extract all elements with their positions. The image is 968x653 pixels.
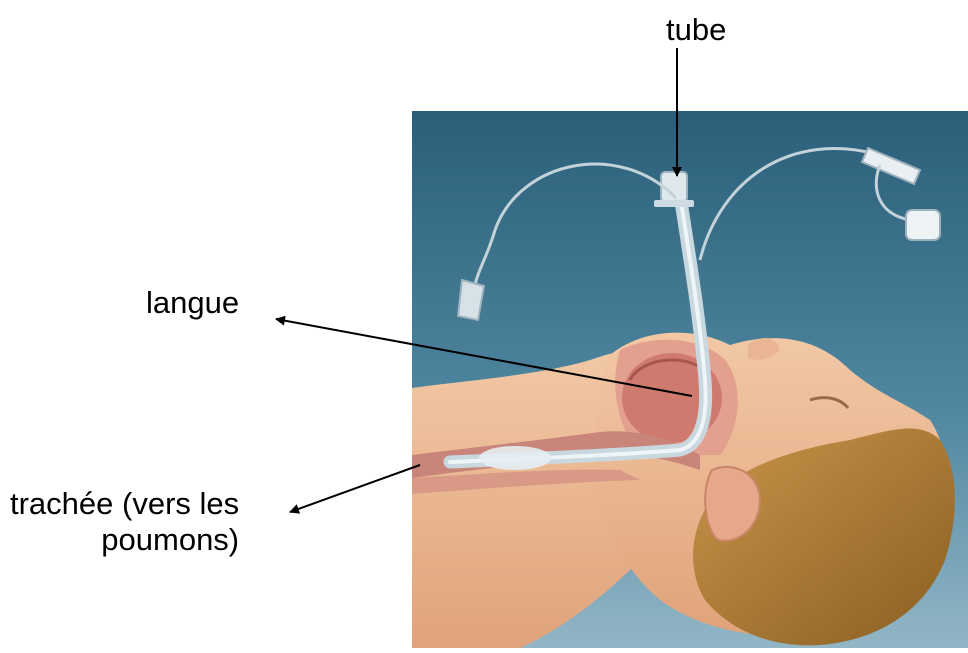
label-langue: langue (146, 285, 239, 321)
label-trachee-line2: poumons) (10, 522, 239, 558)
label-trachee-line1: trachée (vers les (10, 486, 239, 522)
label-trachee: trachée (vers les poumons) (10, 486, 239, 557)
tube-flange (654, 200, 694, 207)
arrow-trachee (290, 465, 420, 512)
tube-cuff (479, 446, 551, 470)
label-tube: tube (666, 12, 726, 48)
pilot-cap (906, 210, 940, 240)
